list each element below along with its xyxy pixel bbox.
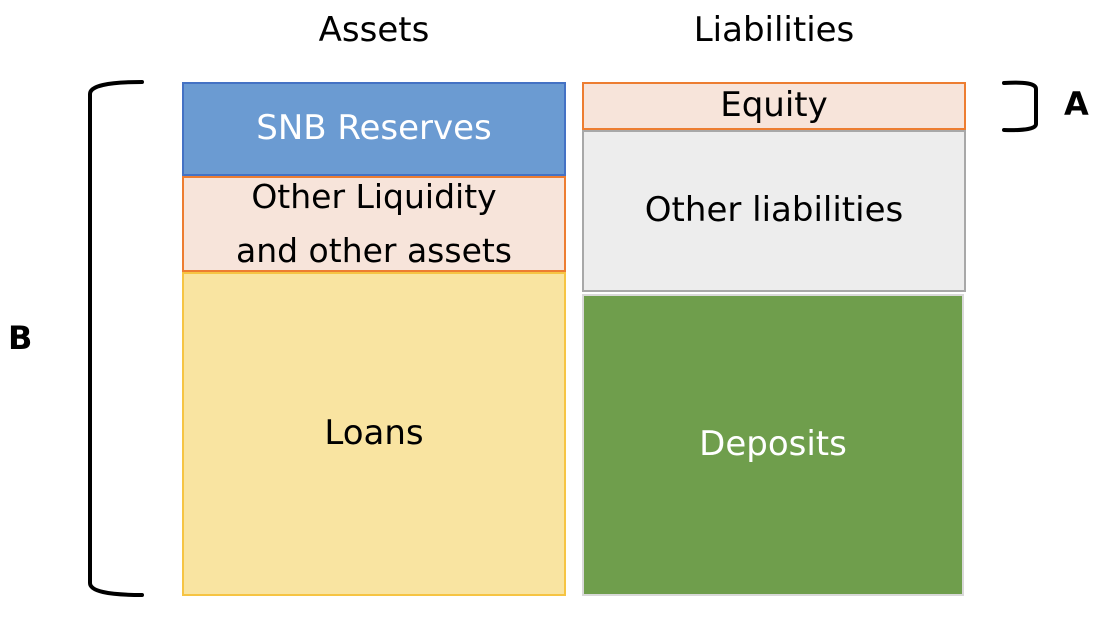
equity-label: Equity [720,85,828,126]
assets-header: Assets [318,10,430,50]
other-liquidity-label-line1: Other Liquidity [251,176,497,216]
other-liabilities-label: Other liabilities [644,190,904,231]
bracket-b [88,80,144,597]
other-liquidity-label-line2: and other assets [235,231,513,270]
loans-label: Loans [324,413,424,454]
equity-box: Equity [582,82,966,130]
deposits-box: Deposits [582,294,964,596]
snb-reserves-label: SNB Reserves [256,108,492,149]
other-liquidity-box: Other Liquidity and other assets [182,176,566,272]
liabilities-header: Liabilities [693,10,855,50]
other-liabilities-box: Other liabilities [582,130,966,292]
bracket-a-label: A [1064,85,1089,123]
bracket-b-label: B [8,319,33,357]
deposits-label: Deposits [699,424,847,465]
bracket-a [1002,80,1038,133]
loans-box: Loans [182,272,566,596]
snb-reserves-box: SNB Reserves [182,82,566,176]
